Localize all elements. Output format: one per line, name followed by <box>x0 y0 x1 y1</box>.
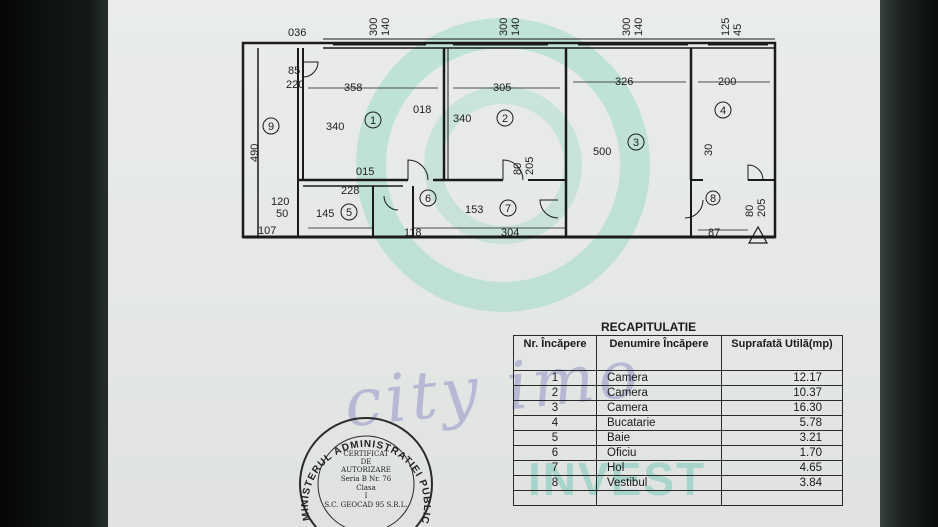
table-row <box>513 490 843 506</box>
cell-name: Hol <box>596 460 722 476</box>
room-number: 1 <box>370 115 376 127</box>
cell-nr: 3 <box>513 400 597 416</box>
dimension-label: 015 <box>356 166 374 178</box>
table-header-row: Nr. Încăpere Denumire Încăpere Suprafată… <box>513 335 843 371</box>
dimension-label: 500 <box>593 146 611 158</box>
dimension-label: 107 <box>258 225 276 237</box>
watermark-logo <box>356 18 650 312</box>
cell-nr: 4 <box>513 415 597 431</box>
dimension-label: 118 <box>404 227 422 239</box>
room-number: 6 <box>425 193 431 205</box>
stamp-line: Seria B Nr. 76 <box>341 475 392 483</box>
stamp-line: I <box>365 492 368 500</box>
cell-name: Oficiu <box>596 445 722 461</box>
cell-area: 5.78 <box>721 415 843 431</box>
cell-nr: 7 <box>513 460 597 476</box>
dimension-label: 205 <box>756 199 768 217</box>
room-number: 9 <box>268 121 274 133</box>
dimension-label: 228 <box>341 185 359 197</box>
dimension-label: 87 <box>708 227 720 239</box>
cell-name: Baie <box>596 430 722 446</box>
dimension-label: 200 <box>718 76 736 88</box>
cell-area: 16.30 <box>721 400 843 416</box>
cell-nr: 8 <box>513 475 597 491</box>
cell-name: Camera <box>596 370 722 386</box>
stamp-line: DE <box>361 458 372 466</box>
cell-nr: 1 <box>513 370 597 386</box>
dimension-label: 305 <box>493 82 511 94</box>
floor-plan: 1 2 3 4 5 6 7 8 9 036 300 140 300 140 30… <box>241 18 777 244</box>
dimension-label: 340 <box>326 121 344 133</box>
dimension-label: 300 <box>498 18 510 36</box>
dimension-label: 205 <box>524 157 536 175</box>
header-name: Denumire Încăpere <box>596 335 722 371</box>
dimension-label: 300 <box>621 18 633 36</box>
dimension-label: 340 <box>453 113 471 125</box>
room-number: 4 <box>720 105 726 117</box>
cell-name: Vestibul <box>596 475 722 491</box>
cell-area: 1.70 <box>721 445 843 461</box>
dimension-label: 220 <box>286 79 304 91</box>
recap-table: Nr. Încăpere Denumire Încăpere Suprafată… <box>513 335 843 506</box>
dimension-label: 120 <box>271 196 289 208</box>
cell-name: Bucatarie <box>596 415 722 431</box>
dimension-label: 300 <box>368 18 380 36</box>
room-number: 7 <box>505 203 511 215</box>
cell-name: Camera <box>596 400 722 416</box>
recap-title: RECAPITULATIE <box>601 320 697 334</box>
dimension-label: 140 <box>380 18 392 36</box>
dimension-label: 036 <box>288 27 306 39</box>
dimension-label: 45 <box>732 24 744 36</box>
document-page: 1 2 3 4 5 6 7 8 9 036 300 140 300 140 30… <box>108 0 880 527</box>
cell-nr: 5 <box>513 430 597 446</box>
dimension-label: 85 <box>288 65 300 77</box>
authorization-stamp: MINISTERUL ADMINISTRATIEI PUBLICE CERTIF… <box>290 402 433 527</box>
dimension-label: 140 <box>510 18 522 36</box>
dimension-label: 80 <box>512 163 524 175</box>
left-background <box>0 0 112 527</box>
stamp-line: AUTORIZARE <box>340 466 391 474</box>
cell-nr: 2 <box>513 385 597 401</box>
cell-area: 3.21 <box>721 430 843 446</box>
cell-area: 10.37 <box>721 385 843 401</box>
dimension-label: 490 <box>249 144 261 162</box>
dimension-label: 153 <box>465 204 483 216</box>
dimension-label: 145 <box>316 208 334 220</box>
stamp-line: Clasa <box>356 484 376 492</box>
cell-nr <box>513 490 597 506</box>
dimension-label: 326 <box>615 76 633 88</box>
cell-name <box>596 490 722 506</box>
dimension-label: 30 <box>703 144 715 156</box>
cell-area: 12.17 <box>721 370 843 386</box>
dimension-label: 304 <box>501 227 519 239</box>
cell-nr: 6 <box>513 445 597 461</box>
cell-area <box>721 490 843 506</box>
cell-name: Camera <box>596 385 722 401</box>
dimension-label: 140 <box>633 18 645 36</box>
dimension-label: 80 <box>744 205 756 217</box>
dimension-label: 358 <box>344 82 362 94</box>
cell-area: 3.84 <box>721 475 843 491</box>
room-number: 3 <box>633 137 639 149</box>
right-background <box>878 0 938 527</box>
room-number: 5 <box>346 207 352 219</box>
header-area: Suprafată Utilă(mp) <box>721 335 843 371</box>
stamp-line: S.C. GEOCAD 95 S.R.L. <box>324 501 407 509</box>
cell-area: 4.65 <box>721 460 843 476</box>
header-nr: Nr. Încăpere <box>513 335 597 371</box>
dimension-label: 50 <box>276 208 288 220</box>
room-number: 2 <box>502 113 508 125</box>
room-number: 8 <box>710 193 716 205</box>
stamp-line: CERTIFICAT <box>343 450 389 458</box>
dimension-label: 125 <box>720 18 732 36</box>
dimension-label: 018 <box>413 104 431 116</box>
